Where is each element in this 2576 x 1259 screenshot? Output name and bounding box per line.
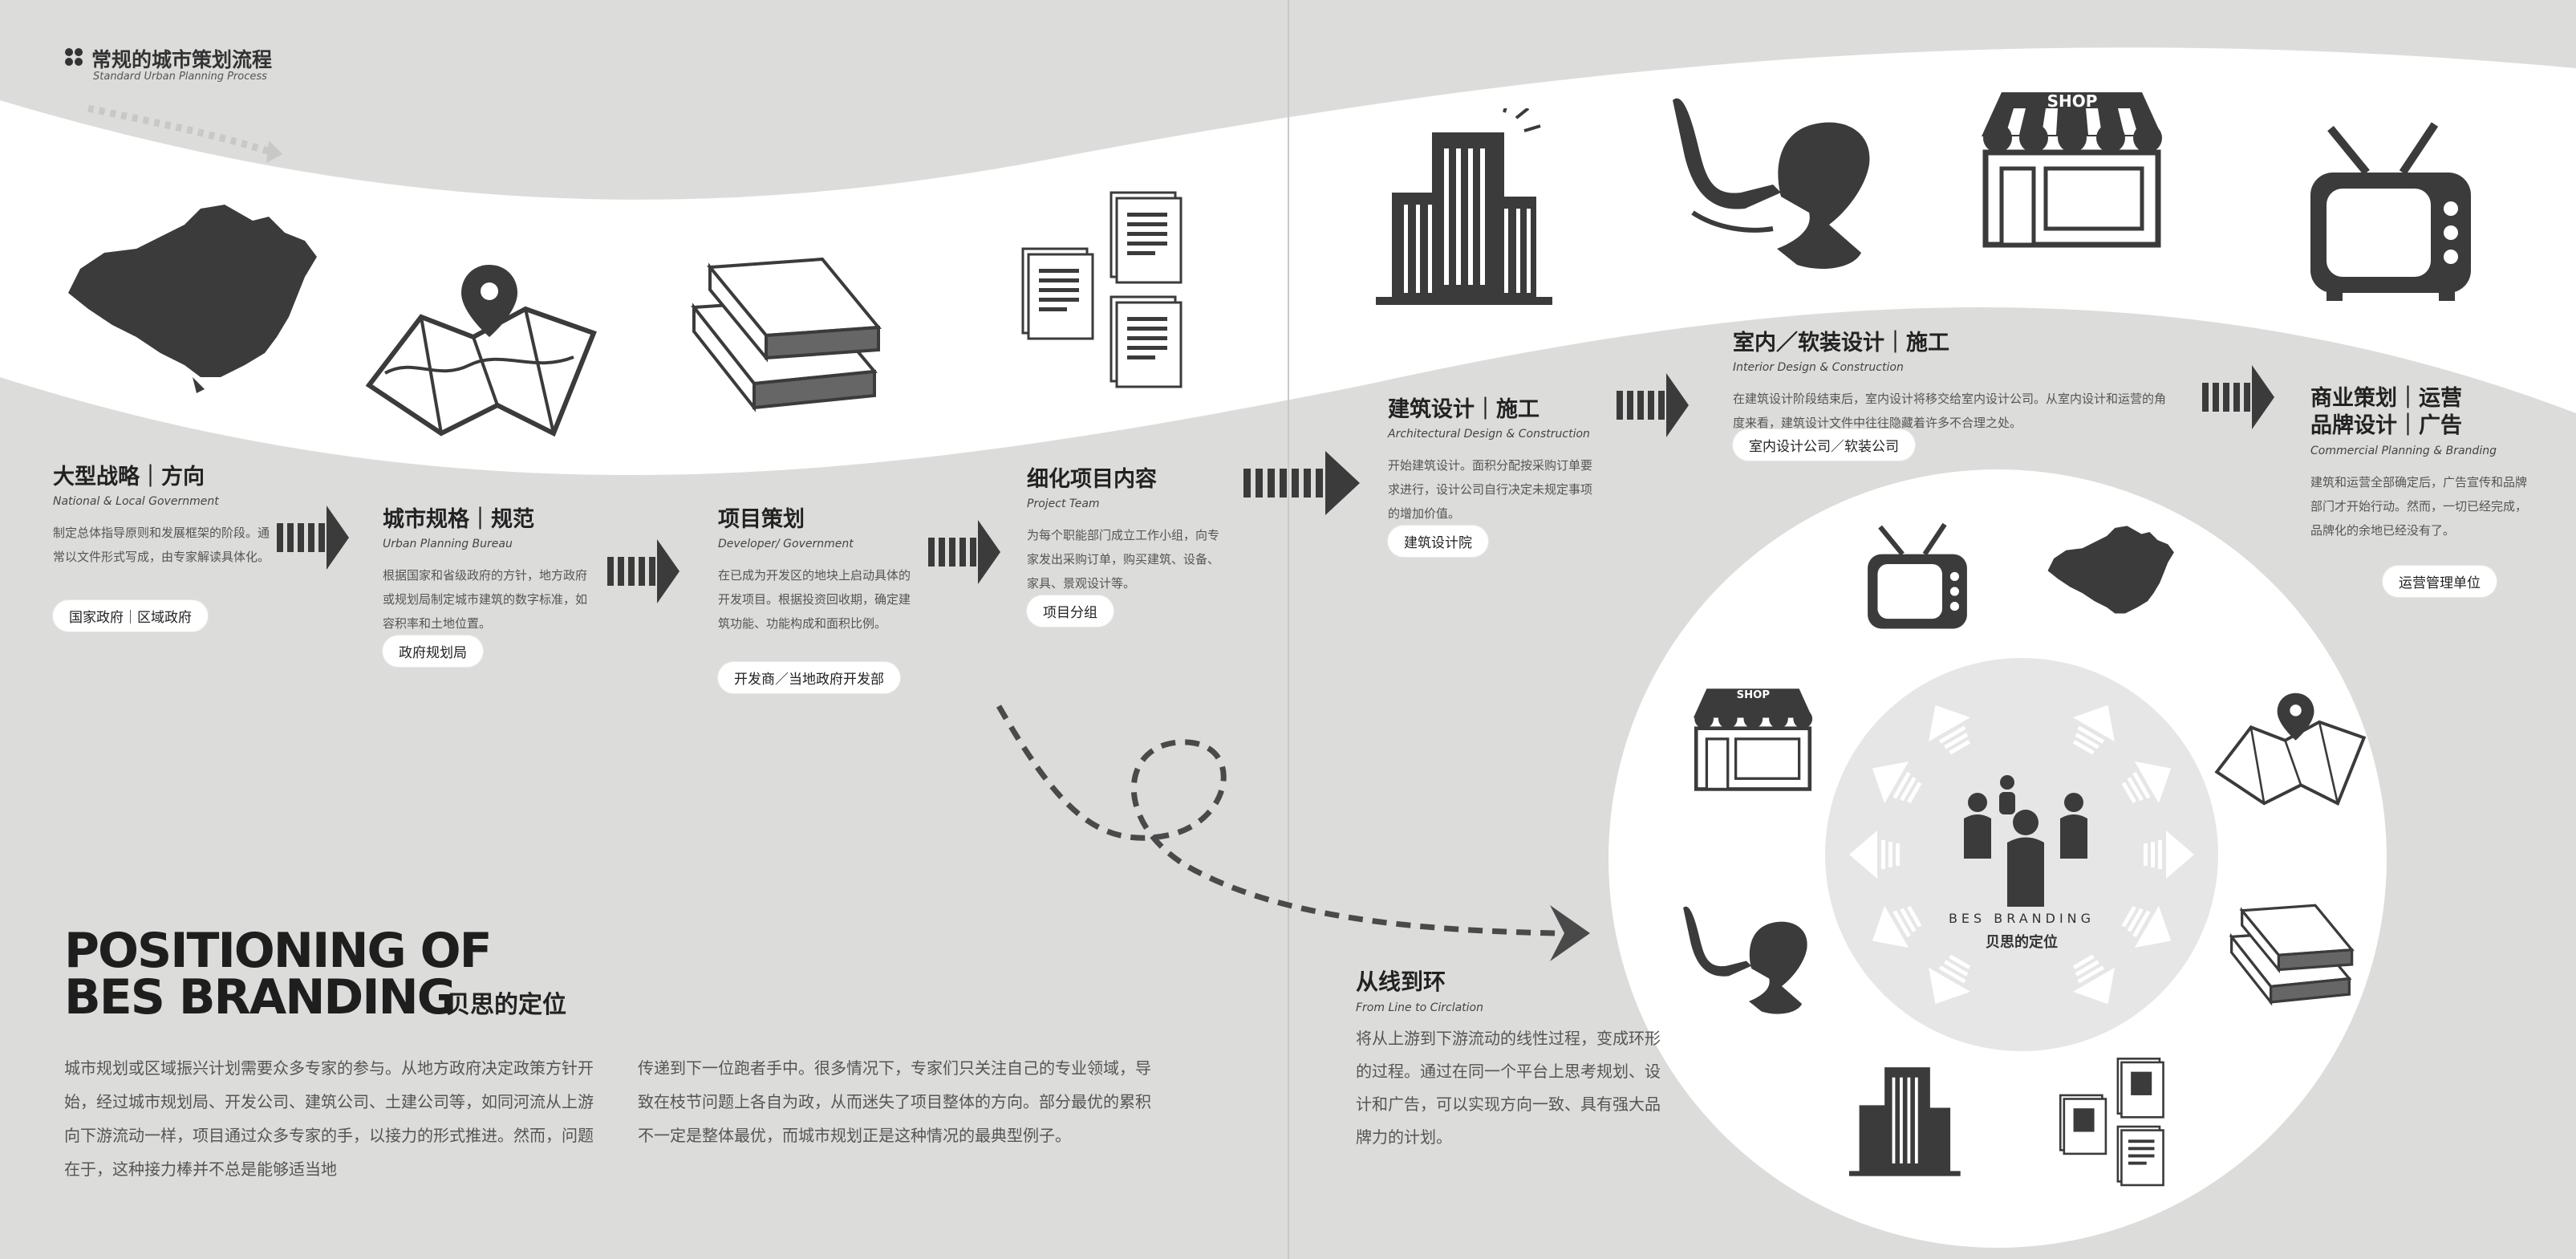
chairs-icon — [1673, 98, 1870, 269]
ring-documents-icon — [2059, 1058, 2164, 1187]
step-subtitle: Project Team — [1027, 498, 1100, 510]
positioning-title-line1: POSITIONING OF — [64, 923, 493, 979]
positioning-paragraph-2: 传递到下一位跑者手中。很多情况下，专家们只关注自己的专业领域，导致在枝节问题上各… — [638, 1058, 1151, 1145]
step-detail-content: 细化项目内容 Project Team 为每个职能部门成立工作小组，向专家发出采… — [1027, 461, 1227, 595]
step-commercial: 商业策划｜运营 品牌设计｜广告 Commercial Planning & Br… — [2310, 385, 2527, 542]
step-subtitle: Architectural Design & Construction — [1388, 428, 1590, 441]
radiating-arrows — [1849, 705, 2194, 1005]
step-description: 开始建筑设计。面积分配按采购订单要求进行，设计公司自行决定未规定事项的增加价值。 — [1388, 458, 1593, 521]
buildings-icon — [1376, 108, 1552, 305]
step-description: 在建筑设计阶段结束后，室内设计将移交给室内设计公司。从室内设计和运营的角度来看，… — [1733, 392, 2167, 430]
step-subtitle: Interior Design & Construction — [1733, 361, 1904, 374]
step-tag: 国家政府｜区域政府 — [53, 600, 208, 632]
step-title: 城市规格｜规范 — [383, 507, 534, 532]
ring-buildings-icon — [1849, 1067, 1961, 1176]
line-to-circle-description: 将从上游到下游流动的线性过程，变成环形的过程。通过在同一个平台上思考规划、设计和… — [1356, 1029, 1661, 1147]
ring-chairs-icon — [1683, 906, 1807, 1014]
shop-icon: SHOP — [1982, 91, 2162, 248]
step-title: 大型战略｜方向 — [53, 465, 205, 489]
step-description: 根据国家和省级政府的方针，地方政府或规划局制定城市建筑的数字标准，如容积率和土地… — [383, 568, 588, 631]
step-title: 室内／软装设计｜施工 — [1733, 331, 1949, 355]
step-interior: 室内／软装设计｜施工 Interior Design & Constructio… — [1733, 325, 2170, 435]
positioning-title-line2: BES BRANDING — [64, 969, 456, 1025]
step-description: 建筑和运营全部确定后，广告宣传和品牌部门才开始行动。然而，一切已经完成，品牌化的… — [2310, 475, 2528, 538]
step-subtitle: National & Local Government — [53, 495, 219, 508]
step-title: 细化项目内容 — [1027, 467, 1157, 492]
flow-arrow-3 — [928, 520, 1000, 584]
step-title: 商业策划｜运营 品牌设计｜广告 — [2310, 386, 2462, 438]
people-group-icon — [1964, 775, 2087, 907]
ring-book-stack-icon — [2229, 904, 2355, 1006]
step-tag: 项目分组 — [1027, 595, 1114, 627]
shop-sign-text: SHOP — [2047, 91, 2098, 111]
step-title: 建筑设计｜施工 — [1388, 397, 1540, 422]
ring-china-map-icon — [2047, 526, 2174, 614]
ring-shop-sign-text: SHOP — [1737, 689, 1771, 701]
book-stack-icon — [691, 257, 882, 412]
step-description: 制定总体指导原则和发展框架的阶段。通常以文件形式写成，由专家解读具体化。 — [53, 526, 270, 564]
positioning-title: POSITIONING OF BES BRANDING 贝思的定位 — [64, 923, 566, 1021]
flow-arrow-1 — [277, 506, 349, 570]
dashed-arrow-head — [1550, 905, 1590, 961]
flow-arrow-5 — [1617, 373, 1689, 437]
step-subtitle: Commercial Planning & Branding — [2310, 445, 2497, 457]
step-tag: 室内设计公司／软装公司 — [1733, 429, 1915, 461]
ring-map-pin-icon — [2214, 692, 2367, 806]
flow-arrow-4 — [1243, 451, 1360, 515]
ring-shop-icon: SHOP — [1693, 688, 1813, 791]
header-title: 常规的城市策划流程 — [91, 48, 273, 71]
flow-arrow-2 — [607, 539, 679, 603]
step-project-planning: 项目策划 Developer/ Government 在已成为开发区的地块上启动… — [718, 502, 919, 636]
folded-map-pin-icon — [365, 265, 597, 437]
tv-icon — [2310, 122, 2471, 301]
dots-icon — [64, 47, 83, 67]
step-tag: 建筑设计院 — [1388, 526, 1488, 557]
step-tag: 运营管理单位 — [2383, 566, 2497, 597]
step-description: 为每个职能部门成立工作小组，向专家发出采购订单，购买建筑、设备、家具、景观设计等… — [1027, 528, 1220, 591]
header-dotted-arrow — [87, 104, 274, 156]
center-label-en: BES BRANDING — [1948, 911, 2095, 926]
step-urban-rules: 城市规格｜规范 Urban Planning Bureau 根据国家和省级政府的… — [383, 502, 593, 636]
step-title: 项目策划 — [718, 507, 805, 532]
center-label-cn: 贝思的定位 — [1986, 934, 2058, 951]
positioning-paragraph-1: 城市规划或区域振兴计划需要众多专家的参与。从地方政府决定政策方针开始，经过城市规… — [64, 1058, 594, 1179]
step-strategy: 大型战略｜方向 National & Local Government 制定总体… — [53, 459, 270, 569]
step-architecture: 建筑设计｜施工 Architectural Design & Construct… — [1388, 392, 1592, 526]
step-tag: 开发商／当地政府开发部 — [718, 662, 900, 693]
china-map-icon — [68, 205, 317, 393]
step-tag: 政府规划局 — [383, 636, 483, 667]
line-to-circle-subtitle: From Line to Circlation — [1356, 1001, 1483, 1014]
header-subtitle: Standard Urban Planning Process — [93, 71, 267, 83]
flow-arrow-6 — [2202, 365, 2274, 429]
step-description: 在已成为开发区的地块上启动具体的开发项目。根据投资回收期，确定建筑功能、功能构成… — [718, 568, 911, 631]
dashed-loop-arrow — [996, 705, 1557, 936]
ring-tv-icon — [1868, 522, 1967, 629]
line-to-circle-block: 从线到环 From Line to Circlation 将从上游到下游流动的线… — [1356, 965, 1669, 1154]
positioning-title-cn: 贝思的定位 — [446, 991, 566, 1019]
step-subtitle: Developer/ Government — [718, 538, 854, 550]
step-subtitle: Urban Planning Bureau — [383, 538, 513, 550]
line-to-circle-title: 从线到环 — [1356, 969, 1446, 995]
documents-icon — [1021, 191, 1183, 388]
